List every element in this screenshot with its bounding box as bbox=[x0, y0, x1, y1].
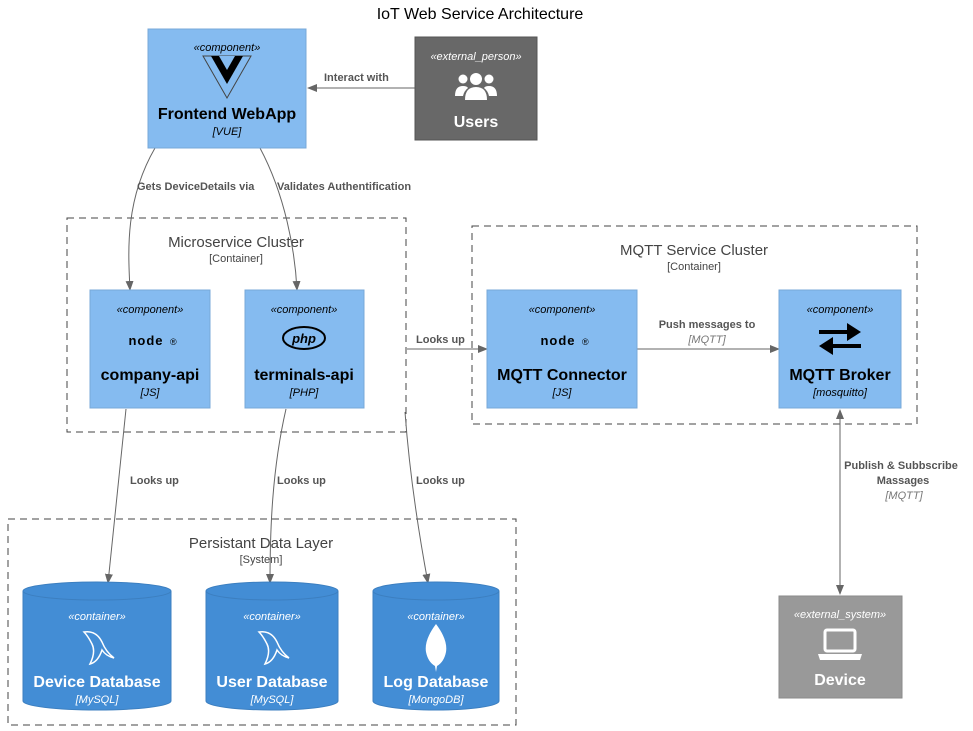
log-database-node[interactable]: «container» Log Database [MongoDB] bbox=[372, 581, 500, 711]
boundary-type: [System] bbox=[240, 554, 283, 566]
node-name: company-api bbox=[101, 367, 200, 384]
device-external-system-node[interactable]: «external_system» Device bbox=[778, 595, 903, 699]
exchange-arrows-icon bbox=[819, 323, 861, 355]
node-name: Users bbox=[454, 114, 499, 131]
boundary-title: Persistant Data Layer bbox=[189, 535, 333, 552]
node-name: User Database bbox=[216, 674, 327, 691]
relation-label-looks-up-company: Looks up bbox=[130, 475, 179, 487]
node-name: Log Database bbox=[384, 674, 489, 691]
relation-line-validates bbox=[259, 147, 301, 291]
relation-label-gets-device: Gets DeviceDetails via bbox=[137, 181, 255, 193]
node-tech: [VUE] bbox=[212, 126, 243, 138]
mqtt-cluster-boundary: MQTT Service Cluster [Container] bbox=[471, 225, 918, 425]
node-tech: [PHP] bbox=[289, 387, 320, 399]
node-stereotype: «component» bbox=[194, 42, 261, 54]
relation-line-looks-up-terminals bbox=[266, 408, 287, 584]
boundary-title: Microservice Cluster bbox=[168, 234, 304, 251]
node-stereotype: «component» bbox=[271, 304, 338, 316]
relation-label-push: Push messages to bbox=[659, 319, 756, 331]
node-name: Device Database bbox=[33, 674, 160, 691]
mongodb-leaf-icon bbox=[425, 624, 447, 672]
persistent-data-layer-boundary: Persistant Data Layer [System] bbox=[7, 518, 517, 726]
logo-mark: ® bbox=[170, 337, 177, 347]
node-stereotype: «container» bbox=[407, 611, 465, 623]
frontend-webapp-node[interactable]: «component» Frontend WebApp [VUE] bbox=[147, 28, 307, 149]
logo-text: php bbox=[291, 331, 316, 346]
node-name: Frontend WebApp bbox=[158, 106, 297, 123]
node-tech: [mosquitto] bbox=[812, 387, 868, 399]
relation-label-looks-up-mqtt: Looks up bbox=[416, 334, 465, 346]
laptop-icon bbox=[818, 628, 862, 660]
node-stereotype: «container» bbox=[243, 611, 301, 623]
terminals-api-node[interactable]: «component» php terminals-api [PHP] bbox=[244, 289, 365, 409]
diagram-title: IoT Web Service Architecture bbox=[377, 6, 584, 23]
node-name: terminals-api bbox=[254, 367, 354, 384]
vue-logo-icon bbox=[202, 55, 252, 100]
node-name: MQTT Broker bbox=[789, 367, 890, 384]
node-name: Device bbox=[814, 672, 866, 689]
logo-text: node bbox=[540, 333, 575, 348]
node-tech: [MongoDB] bbox=[407, 694, 464, 706]
relation-label-publish-1: Publish & Subbscribe bbox=[844, 460, 958, 472]
node-tech: [MySQL] bbox=[75, 694, 120, 706]
relation-label-validates: Validates Authentification bbox=[277, 181, 411, 193]
node-tech: [JS] bbox=[552, 387, 573, 399]
nodejs-logo-icon: node ® bbox=[128, 333, 177, 348]
logo-text: node bbox=[128, 333, 163, 348]
nodejs-logo-icon: node ® bbox=[540, 333, 589, 348]
mysql-dolphin-icon bbox=[82, 630, 115, 666]
relation-line-looks-up-company bbox=[104, 408, 127, 584]
mysql-dolphin-icon bbox=[257, 630, 290, 666]
relation-label-interact: Interact with bbox=[324, 72, 389, 84]
node-stereotype: «container» bbox=[68, 611, 126, 623]
php-logo-icon: php bbox=[282, 326, 326, 350]
boundary-title: MQTT Service Cluster bbox=[620, 242, 768, 259]
users-external-person-node[interactable]: «external_person» Users bbox=[414, 36, 538, 141]
relation-line-gets-device bbox=[125, 147, 156, 291]
mqtt-broker-node[interactable]: «component» MQTT Broker [mosquitto] bbox=[778, 289, 902, 409]
boundary-type: [Container] bbox=[667, 261, 721, 273]
node-stereotype: «component» bbox=[529, 304, 596, 316]
relation-tech-publish: [MQTT] bbox=[884, 490, 923, 502]
user-database-node[interactable]: «container» User Database [MySQL] bbox=[205, 581, 339, 711]
relation-line-looks-up-log bbox=[404, 411, 431, 584]
users-icon bbox=[455, 73, 497, 100]
node-stereotype: «external_system» bbox=[794, 609, 886, 621]
relation-label-looks-up-terminals: Looks up bbox=[277, 475, 326, 487]
logo-mark: ® bbox=[582, 337, 589, 347]
node-stereotype: «external_person» bbox=[430, 51, 521, 63]
device-database-node[interactable]: «container» Device Database [MySQL] bbox=[22, 581, 172, 711]
node-stereotype: «component» bbox=[807, 304, 874, 316]
microservice-cluster-boundary: Microservice Cluster [Container] bbox=[66, 217, 407, 433]
node-stereotype: «component» bbox=[117, 304, 184, 316]
node-tech: [JS] bbox=[140, 387, 161, 399]
relation-tech-push: [MQTT] bbox=[687, 334, 726, 346]
node-name: MQTT Connector bbox=[497, 367, 627, 384]
relations bbox=[104, 84, 844, 595]
node-tech: [MySQL] bbox=[250, 694, 295, 706]
mqtt-connector-node[interactable]: «component» node ® MQTT Connector [JS] bbox=[486, 289, 638, 409]
relation-label-publish-2: Massages bbox=[877, 475, 930, 487]
relation-label-looks-up-log: Looks up bbox=[416, 475, 465, 487]
company-api-node[interactable]: «component» node ® company-api [JS] bbox=[89, 289, 211, 409]
boundary-type: [Container] bbox=[209, 253, 263, 265]
